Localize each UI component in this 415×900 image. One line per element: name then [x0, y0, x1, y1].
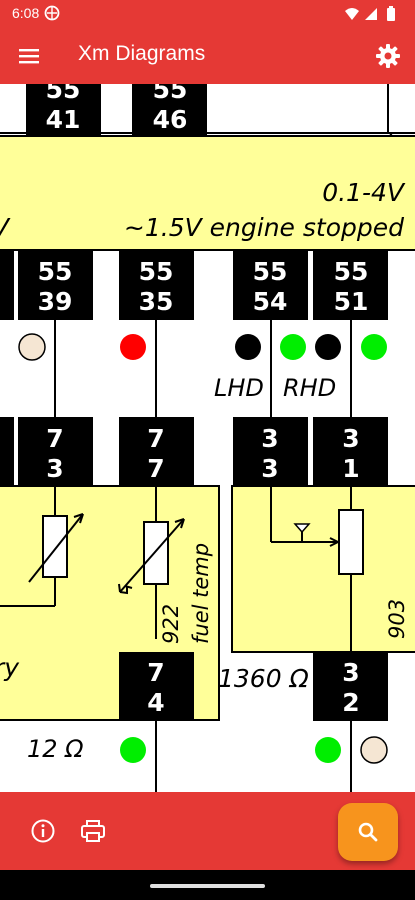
voltage-range: 0.1-4V — [322, 178, 406, 207]
connector-55-46[interactable]: 55 46 — [132, 84, 207, 136]
svg-text:54: 54 — [253, 287, 288, 316]
connector-3-3[interactable]: 3 3 — [233, 417, 308, 487]
connector-partial-left-low — [0, 417, 14, 487]
svg-text:51: 51 — [334, 287, 369, 316]
svg-text:55: 55 — [253, 257, 288, 286]
info-icon[interactable] — [30, 818, 56, 844]
indicator-dot-green[interactable] — [280, 334, 306, 360]
svg-text:39: 39 — [38, 287, 73, 316]
svg-text:1: 1 — [342, 454, 359, 483]
indicator-dot-black[interactable] — [235, 334, 261, 360]
svg-text:7: 7 — [46, 424, 63, 453]
home-gesture-handle[interactable] — [150, 884, 265, 888]
connector-55-51[interactable]: 55 51 — [313, 250, 388, 320]
connector-partial-left-mid — [0, 250, 14, 320]
connector-7-4[interactable]: 7 4 — [119, 652, 194, 721]
app-title: Xm Diagrams — [78, 42, 206, 65]
search-button[interactable] — [338, 803, 398, 861]
connector-7-7[interactable]: 7 7 — [119, 417, 194, 487]
svg-text:55: 55 — [153, 84, 188, 104]
app-bar: Xm Diagrams — [0, 28, 415, 84]
ecu-panel — [0, 135, 415, 251]
indicator-dot-beige[interactable] — [360, 736, 388, 764]
connector-55-54[interactable]: 55 54 — [233, 250, 308, 320]
voltage-note: ~1.5V engine stopped — [124, 213, 404, 242]
resistance-left: 12 Ω — [27, 735, 84, 763]
svg-text:4: 4 — [147, 688, 164, 717]
indicator-dot-green[interactable] — [120, 737, 146, 763]
svg-text:3: 3 — [342, 658, 359, 687]
svg-text:55: 55 — [139, 257, 174, 286]
thermistor-icon — [118, 518, 185, 595]
print-icon[interactable] — [80, 818, 106, 844]
resistance-right: 1360 Ω — [218, 664, 309, 693]
connector-3-2[interactable]: 3 2 — [313, 652, 388, 721]
sensor-number: 922 — [159, 604, 183, 644]
svg-text:7: 7 — [147, 658, 164, 687]
system-navigation-bar — [0, 870, 415, 900]
svg-text:55: 55 — [38, 257, 73, 286]
connector-55-35[interactable]: 55 35 — [119, 250, 194, 320]
variable-resistor-icon — [28, 513, 84, 583]
svg-text:2: 2 — [342, 688, 359, 717]
indicator-dot-green[interactable] — [315, 737, 341, 763]
signal-icon — [365, 8, 377, 20]
svg-text:46: 46 — [153, 105, 188, 134]
battery-icon — [387, 6, 395, 21]
status-icons — [343, 6, 403, 27]
connector-7-3[interactable]: 7 3 — [18, 417, 93, 487]
status-bar: 6:08 — [0, 0, 415, 28]
sensor-name: fuel temp — [189, 543, 213, 644]
wiring-diagram[interactable]: 0.1-4V ~1.5V engine stopped V 55 41 55 4… — [0, 84, 415, 792]
component-number: 903 — [385, 599, 409, 639]
left-voltage-fragment: V — [0, 213, 11, 242]
lhd-label: LHD — [214, 374, 264, 402]
svg-text:7: 7 — [147, 424, 164, 453]
potentiometer-icon — [293, 509, 364, 575]
connector-3-1[interactable]: 3 1 — [313, 417, 388, 487]
rhd-label: RHD — [283, 374, 336, 402]
hamburger-menu-icon[interactable] — [18, 45, 42, 67]
indicator-dot-black[interactable] — [315, 334, 341, 360]
connector-55-39[interactable]: 55 39 — [18, 250, 93, 320]
svg-text:3: 3 — [261, 424, 278, 453]
gear-icon[interactable] — [375, 43, 401, 69]
svg-text:3: 3 — [46, 454, 63, 483]
indicator-dot-green[interactable] — [361, 334, 387, 360]
indicator-dot-red[interactable] — [120, 334, 146, 360]
left-panel-wiring — [0, 487, 157, 639]
svg-text:55: 55 — [46, 84, 81, 104]
indicator-dot-beige[interactable] — [18, 333, 46, 361]
svg-text:3: 3 — [342, 424, 359, 453]
status-time: 6:08 — [12, 5, 40, 21]
svg-text:35: 35 — [139, 287, 174, 316]
svg-text:7: 7 — [147, 454, 164, 483]
search-icon — [358, 822, 378, 842]
svg-text:41: 41 — [46, 105, 81, 134]
wifi-icon — [345, 8, 359, 20]
svg-text:55: 55 — [334, 257, 369, 286]
svg-text:3: 3 — [261, 454, 278, 483]
left-text-fragment: ry — [0, 653, 20, 682]
right-panel-wiring — [270, 487, 352, 652]
location-icon — [44, 5, 60, 26]
connector-55-41[interactable]: 55 41 — [26, 84, 101, 136]
